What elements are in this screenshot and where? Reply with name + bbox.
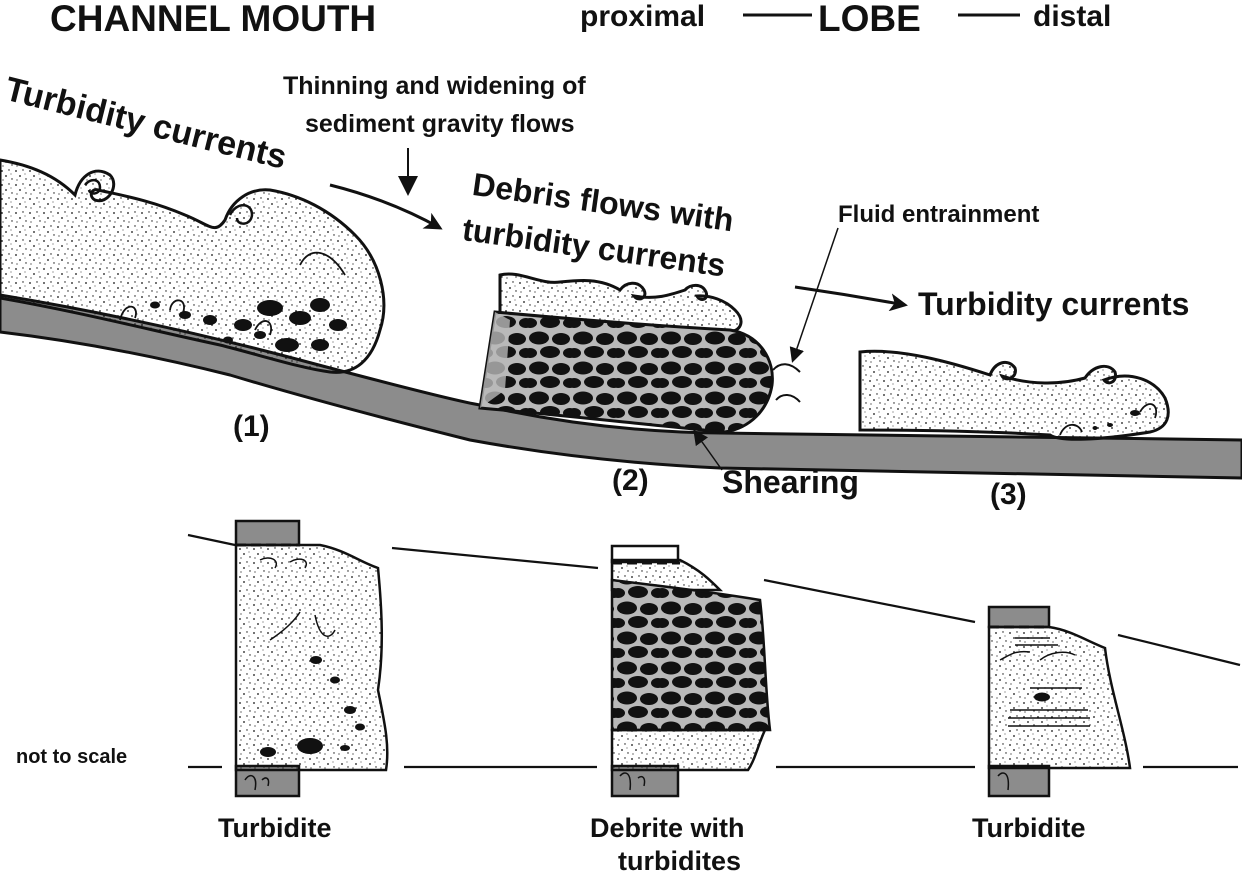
lobe-heading: LOBE [818, 0, 921, 39]
channel-mouth-heading: CHANNEL MOUTH [50, 0, 377, 39]
flow-arrow-1-to-2 [329, 183, 443, 230]
turbidity-flow-3 [858, 349, 1170, 441]
log-3-turbidite [987, 605, 1132, 798]
turbidity-flow-1 [0, 158, 386, 374]
flow3-clasts [1092, 410, 1140, 430]
correlation-lines [187, 533, 1241, 769]
shearing-label: Shearing [722, 464, 859, 500]
fluid-entrainment-arrows [772, 363, 801, 403]
log-1-turbidite [234, 519, 389, 798]
turbidity-currents-label-3: Turbidity currents [918, 286, 1190, 322]
not-to-scale-note: not to scale [16, 746, 128, 768]
flow1-eddy-right [228, 204, 254, 225]
proximal-label: proximal [580, 0, 706, 33]
distal-label: distal [1033, 0, 1112, 33]
flow1-swirl-arrows [119, 251, 346, 336]
log-2-caption-line2: turbidites [618, 846, 742, 876]
log-1-caption: Turbidite [218, 813, 332, 843]
flow3-swirl-arrows [1059, 403, 1158, 436]
thinning-label-line1: Thinning and widening of [283, 72, 586, 100]
stage-3-label: (3) [990, 478, 1027, 511]
fluid-entrainment-pointer [789, 227, 839, 363]
debris-shear-zone [480, 312, 510, 408]
thinning-label-line2: sediment gravity flows [305, 110, 575, 138]
debris-flow-body [478, 310, 774, 434]
stage-2-label: (2) [612, 464, 649, 497]
log-2-debrite [610, 544, 772, 798]
stage-1-label: (1) [233, 410, 270, 443]
log-2-caption-line1: Debrite with [590, 813, 745, 843]
flow1-eddy-left [83, 178, 102, 195]
fluid-entrainment-label: Fluid entrainment [838, 201, 1040, 228]
flow1-clasts [150, 298, 347, 352]
shearing-pointer [693, 429, 723, 471]
flow-arrow-2-to-3 [794, 285, 908, 312]
log-3-caption: Turbidite [972, 813, 1086, 843]
